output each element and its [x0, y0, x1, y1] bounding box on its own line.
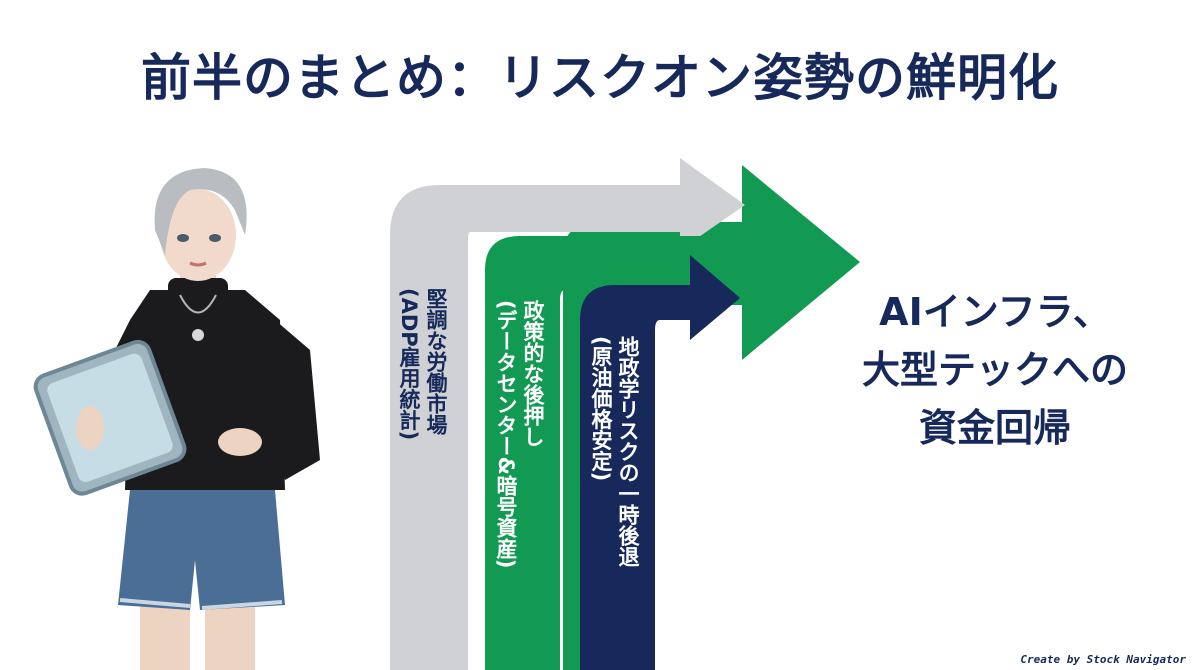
- arrow-label-policy: 政策的な後押し (データセンター&暗号資産): [492, 300, 546, 569]
- result-line: 資金回帰: [918, 406, 1071, 450]
- green-arrow: [485, 236, 740, 670]
- arrow-label-main: 地政学リスクの一時後退: [616, 336, 640, 567]
- arrow-label-sub: (ADP雇用統計): [397, 288, 421, 441]
- arrow-label-main: 堅調な労働市場: [424, 288, 448, 435]
- arrow-label-geopolitics: 地政学リスクの一時後退 (原油価格安定): [587, 336, 641, 567]
- arrow-label-sub: (原油価格安定): [589, 336, 613, 482]
- result-line: 大型テックへの: [861, 348, 1128, 392]
- arrow-label-labor-market: 堅調な労働市場 (ADP雇用統計): [395, 288, 449, 440]
- gray-arrow: [390, 158, 745, 670]
- arrow-label-sub: (データセンター&暗号資産): [494, 300, 518, 569]
- presenter-illustration: [33, 168, 320, 670]
- navy-arrow: [580, 255, 740, 670]
- credit-text: Create by Stock Navigator: [1020, 653, 1186, 666]
- result-line: AIインフラ、: [879, 290, 1111, 334]
- arrow-label-main: 政策的な後押し: [521, 300, 545, 447]
- result-text: AIインフラ、 大型テックへの 資金回帰: [835, 283, 1155, 457]
- page-title: 前半のまとめ：リスクオン姿勢の鮮明化: [141, 49, 1059, 107]
